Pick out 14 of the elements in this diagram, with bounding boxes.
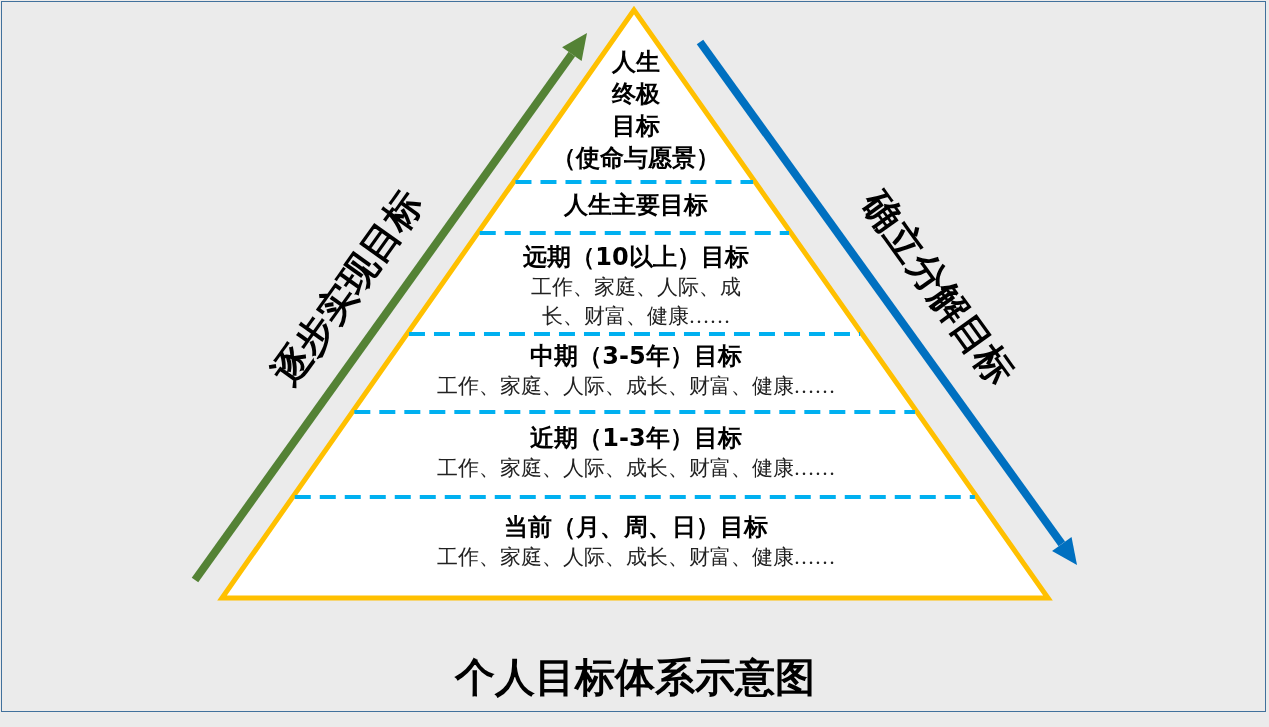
level-heading: 近期（1-3年）目标: [529, 423, 743, 454]
level-heading: 远期（10以上）目标: [522, 242, 750, 273]
rotated-label: 逐步实现目标: [262, 181, 433, 396]
level-heading: 中期（3-5年）目标: [529, 341, 743, 372]
level-heading: 当前（月、周、日）目标: [503, 512, 769, 543]
level-subheading: （使命与愿景）: [551, 143, 721, 174]
level-description: 工作、家庭、人际、成长、财富、健康……: [435, 373, 837, 400]
level-description: 工作、家庭、人际、成长、财富、健康……: [435, 544, 837, 571]
rotated-label: 确立分解目标: [852, 181, 1024, 396]
level-description: 工作、家庭、人际、成长、财富、健康……: [435, 455, 837, 482]
level-heading: 人生主要目标: [563, 190, 709, 221]
level-heading: 人生终极目标: [610, 47, 661, 142]
level-description: 工作、家庭、人际、成长、财富、健康……: [530, 274, 742, 330]
diagram-title: 个人目标体系示意图: [453, 653, 816, 702]
